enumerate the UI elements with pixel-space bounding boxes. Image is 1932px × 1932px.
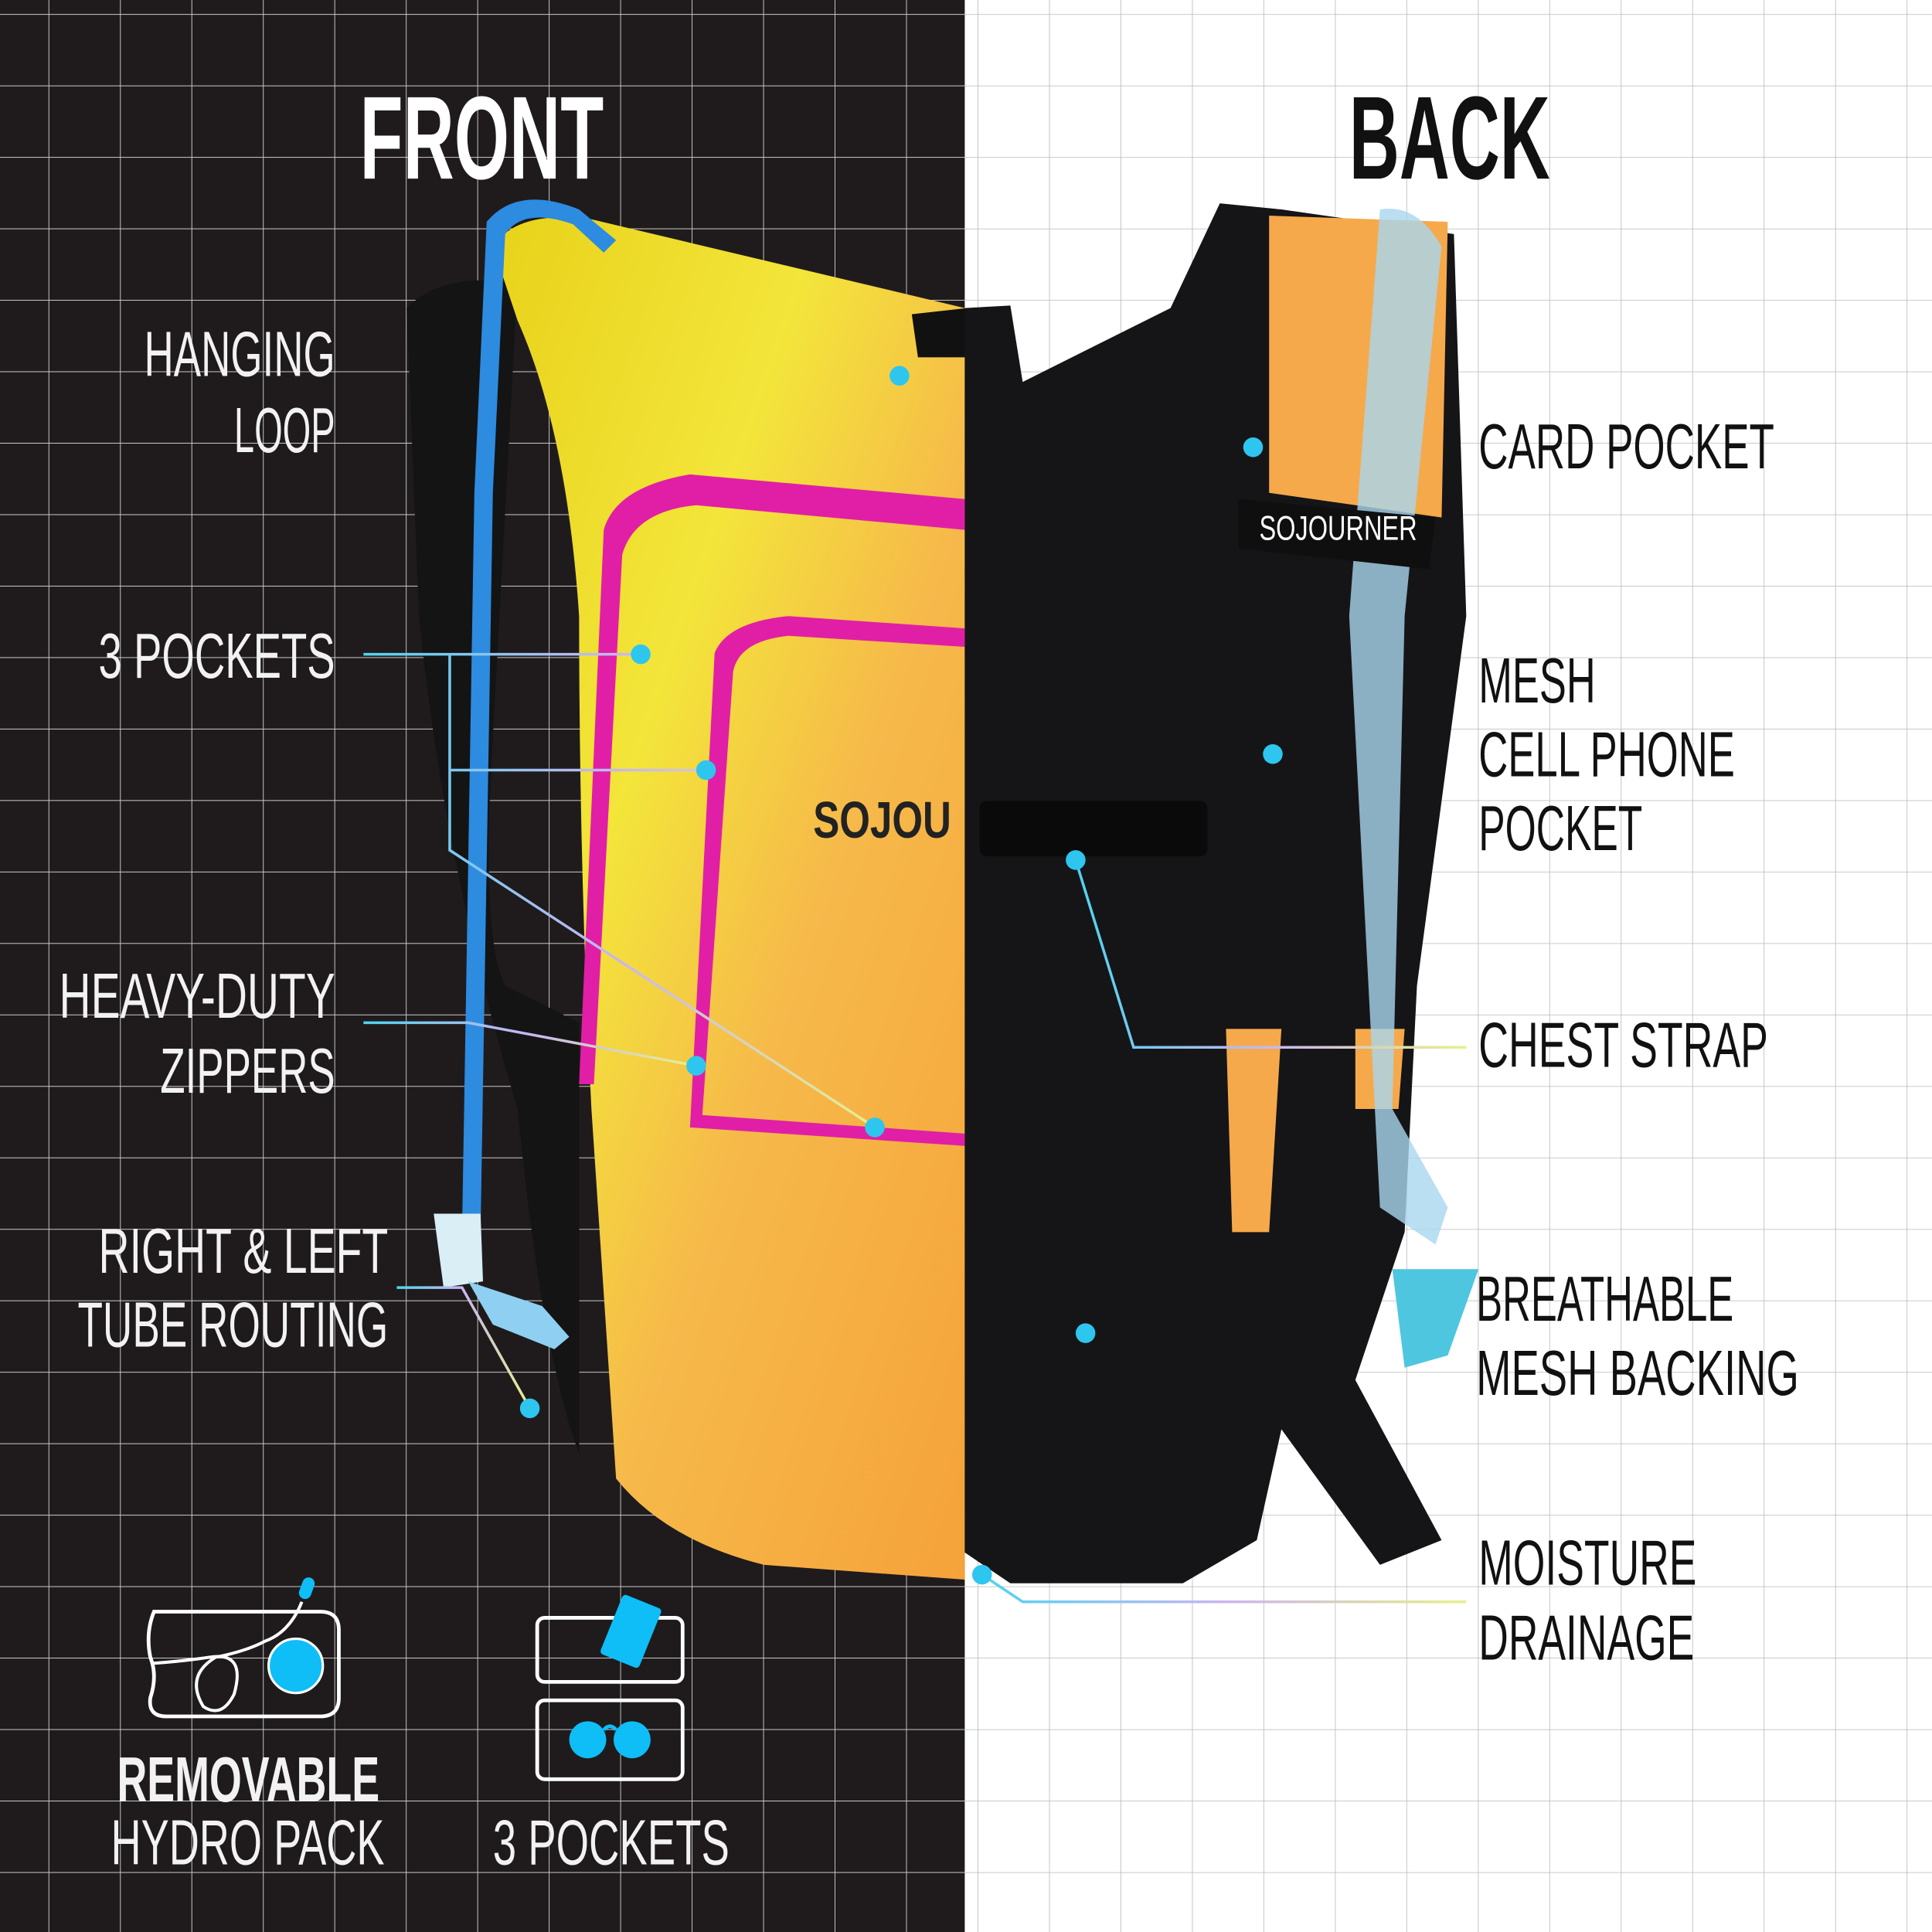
back-backpack-image: SOJOURNER xyxy=(964,203,1479,1583)
label-drainage-1: MOISTURE xyxy=(1478,1527,1696,1599)
zipper-dot xyxy=(686,1056,706,1076)
label-chest-strap: CHEST STRAP xyxy=(1478,1009,1768,1081)
hydration-bladder-icon xyxy=(146,1577,341,1719)
brand-label-band xyxy=(1238,498,1436,570)
label-zippers-1: HEAVY-DUTY xyxy=(60,961,335,1032)
label-card-pocket: CARD POCKET xyxy=(1478,410,1774,482)
label-phone-pocket-3: POCKET xyxy=(1478,791,1642,864)
chest-strap-buckle xyxy=(979,801,1208,857)
label-drainage-2: DRAINAGE xyxy=(1478,1602,1694,1674)
label-mesh-backing-1: BREATHABLE xyxy=(1476,1263,1733,1335)
label-mesh-backing-2: MESH BACKING xyxy=(1476,1336,1799,1408)
front-backpack-image xyxy=(406,199,968,1580)
phone-pocket-dot xyxy=(1263,744,1283,764)
feature-pockets-text: 3 POCKETS xyxy=(493,1806,730,1878)
label-phone-pocket-2: CELL PHONE xyxy=(1478,718,1735,790)
label-hanging-loop-1: HANGING xyxy=(145,318,335,389)
drainage-dot xyxy=(971,1564,992,1585)
callout-lines xyxy=(363,374,1467,1604)
feature-hydro-text: HYDRO PACK xyxy=(111,1807,384,1878)
hanging-loop-dot xyxy=(889,366,910,386)
label-tube-routing-1: RIGHT & LEFT xyxy=(99,1215,389,1287)
front-title: FRONT xyxy=(360,72,604,204)
pocket-dot-3 xyxy=(865,1117,885,1138)
label-hanging-loop-2: LOOP xyxy=(234,395,335,466)
tube-routing-dot xyxy=(519,1398,540,1419)
phone-and-sunglasses-pockets-icon xyxy=(535,1594,685,1781)
mesh-backing-dot xyxy=(1075,1323,1096,1343)
front-brand-logo: SOJOU xyxy=(813,791,951,849)
label-zippers-2: ZIPPERS xyxy=(160,1035,335,1107)
pocket-dot-1 xyxy=(631,644,651,665)
label-tube-routing-2: TUBE ROUTING xyxy=(77,1289,388,1361)
callout-dots xyxy=(519,366,1283,1585)
back-brand-logo: SOJOURNER xyxy=(1259,509,1417,547)
back-title: BACK xyxy=(1349,71,1550,204)
card-pocket-dot xyxy=(1243,437,1264,457)
pocket-dot-2 xyxy=(696,760,716,781)
feature-hydro-bold: REMOVABLE xyxy=(117,1743,379,1815)
chest-strap-dot xyxy=(1066,850,1086,870)
label-phone-pocket-1: MESH xyxy=(1478,645,1595,716)
label-3-pockets: 3 POCKETS xyxy=(99,619,335,691)
